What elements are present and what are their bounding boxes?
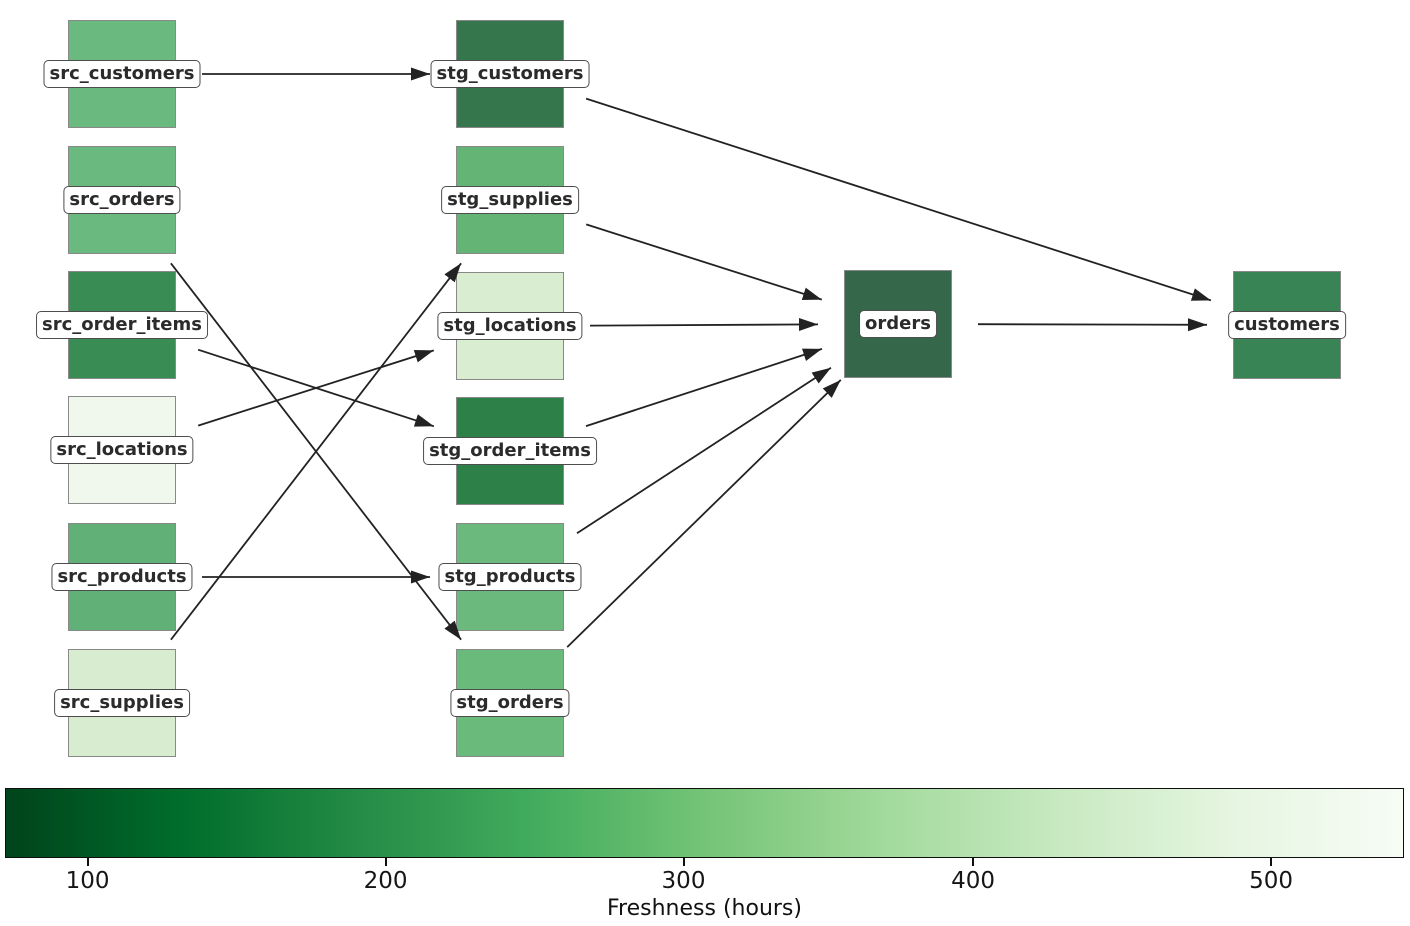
colorbar-tick-mark-500 (1270, 858, 1273, 866)
colorbar-tick-label-200: 200 (363, 868, 408, 894)
colorbar-tick-label-400: 400 (951, 868, 996, 894)
colorbar-gradient (5, 788, 1404, 858)
colorbar-tick-mark-100 (86, 858, 89, 866)
edge-stg_supplies-to-orders (585, 223, 823, 301)
edge-orders-to-customers (977, 318, 1208, 332)
edge-stg_products-to-orders (576, 366, 832, 535)
colorbar-tick-mark-200 (384, 858, 387, 866)
edge-src_locations-to-stg_locations (197, 349, 435, 427)
edge-src_supplies-to-stg_supplies (170, 262, 462, 641)
edge-stg_customers-to-customers (585, 97, 1212, 302)
edge-stg_locations-to-orders (589, 318, 819, 331)
colorbar-tick-label-100: 100 (65, 868, 110, 894)
edge-stg_orders-to-orders (566, 379, 842, 648)
colorbar-tick-mark-400 (972, 858, 975, 866)
colorbar-tick-label-500: 500 (1249, 868, 1294, 894)
colorbar: 100 200 300 400 500 Freshness (hours) (5, 788, 1404, 926)
colorbar-tick-label-300: 300 (661, 868, 706, 894)
colorbar-tick-mark-300 (682, 858, 685, 866)
edge-stg_order_items-to-orders (585, 348, 823, 427)
colorbar-axis-label: Freshness (hours) (607, 896, 802, 921)
